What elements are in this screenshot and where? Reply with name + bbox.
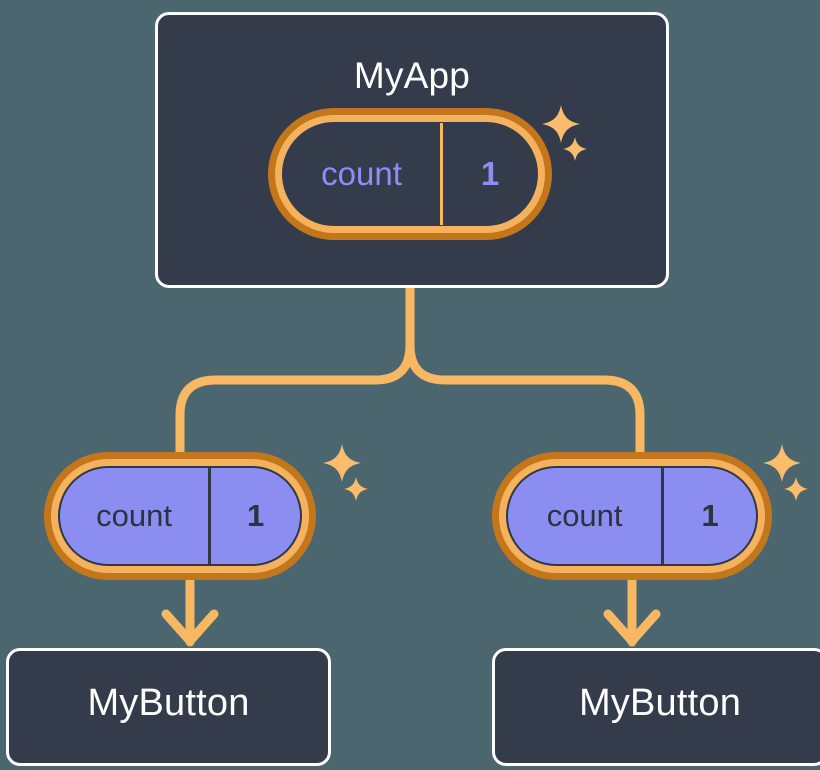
pill-body: count 1: [282, 122, 538, 226]
arrow-right-head: [603, 609, 661, 646]
arrow-left-head: [161, 609, 219, 646]
mybutton-card-left: MyButton: [6, 648, 331, 766]
sparkle-large-icon: [322, 443, 362, 483]
state-key: count: [60, 468, 212, 564]
state-value: 1: [246, 498, 265, 533]
wire-root-to-right: [405, 283, 645, 457]
sparkle-large-icon: [762, 443, 802, 483]
sparkle-small-icon: [343, 476, 369, 502]
wire-root-to-left: [175, 283, 415, 457]
myapp-title: MyApp: [353, 55, 471, 96]
state-key: count: [283, 123, 444, 225]
state-key: count: [508, 468, 665, 564]
pill-ring: count 1: [275, 115, 545, 233]
sparkle-small-icon: [783, 476, 809, 502]
state-value: 1: [701, 498, 719, 533]
pill-body: count 1: [58, 466, 302, 566]
mybutton-title: MyButton: [87, 682, 250, 724]
mybutton-title: MyButton: [578, 682, 742, 724]
pill-body: count 1: [506, 466, 758, 566]
state-value: 1: [480, 155, 500, 192]
pill-ring: count 1: [51, 459, 309, 573]
state-pill-myapp: count 1: [268, 108, 552, 240]
state-pill-right: count 1: [492, 452, 772, 580]
state-pill-left: count 1: [44, 452, 316, 580]
mybutton-card-right: MyButton: [492, 648, 820, 766]
pill-ring: count 1: [499, 459, 765, 573]
